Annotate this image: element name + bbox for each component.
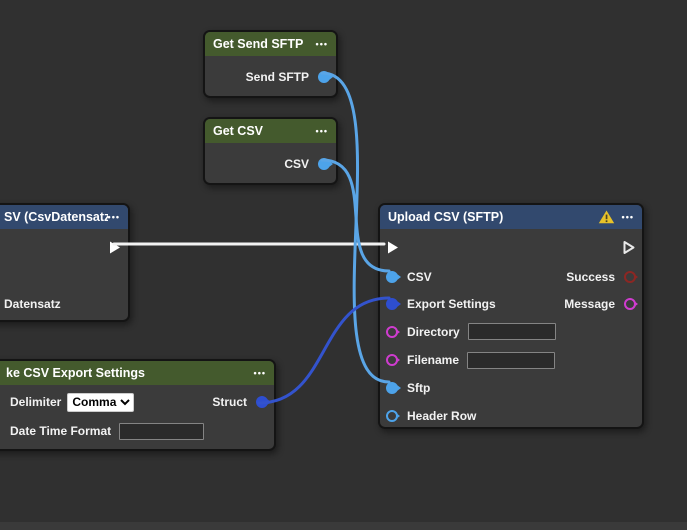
filename-field[interactable] [467, 351, 556, 369]
node-title: Get CSV [213, 124, 264, 138]
node-header[interactable]: SV (CsvDatensatz) ••• [0, 205, 128, 229]
node-upload-csv-sftp[interactable]: Upload CSV (SFTP) ••• [378, 203, 644, 429]
node-title: SV (CsvDatensatz) [4, 210, 108, 224]
row-label-datensatz: Datensatz [4, 296, 61, 311]
pin-sftp-input[interactable] [386, 382, 398, 394]
output-label-csv: CSV [284, 157, 309, 171]
date-time-format-field[interactable] [119, 422, 205, 440]
node-title: Upload CSV (SFTP) [388, 210, 504, 224]
output-label-send-sftp: Send SFTP [245, 70, 309, 84]
output-label-struct: Struct [212, 395, 247, 409]
directory-field[interactable] [467, 323, 556, 340]
field-label-date-time-format: Date Time Format [10, 424, 112, 438]
node-csv-datensatz[interactable]: SV (CsvDatensatz) ••• Datensatz [0, 203, 130, 322]
wire-csv-to-csv[interactable] [320, 158, 391, 273]
pin-success-output[interactable] [624, 270, 636, 283]
output-label-message: Message [564, 296, 615, 311]
exec-output-pin[interactable] [622, 240, 636, 255]
node-make-csv-export-settings[interactable]: ke CSV Export Settings ••• Delimiter Com… [0, 359, 276, 451]
wire-struct-to-export-settings[interactable] [257, 296, 391, 405]
warning-icon[interactable] [598, 210, 615, 224]
pin-filename-input[interactable] [386, 354, 398, 366]
exec-output-pin[interactable] [108, 240, 122, 255]
node-header[interactable]: Get Send SFTP ••• [205, 32, 336, 56]
node-header[interactable]: ke CSV Export Settings ••• [0, 361, 274, 385]
node-get-csv[interactable]: Get CSV ••• CSV [203, 117, 338, 185]
exec-input-pin[interactable] [386, 240, 400, 255]
pin-header-row-input[interactable] [386, 410, 398, 422]
output-label-success: Success [566, 269, 615, 284]
input-label-sftp: Sftp [407, 381, 431, 395]
node-menu-icon[interactable]: ••• [315, 126, 328, 136]
node-get-send-sftp[interactable]: Get Send SFTP ••• Send SFTP [203, 30, 338, 98]
input-label-export-settings: Export Settings [407, 296, 496, 311]
delimiter-select[interactable]: Comma [67, 392, 135, 412]
node-title: Get Send SFTP [213, 37, 304, 51]
node-title: ke CSV Export Settings [6, 366, 145, 380]
bottom-scrollbar-track[interactable] [0, 522, 687, 530]
input-label-directory: Directory [407, 324, 460, 339]
input-label-csv: CSV [407, 269, 432, 284]
pin-csv-input[interactable] [386, 270, 398, 283]
node-menu-icon[interactable]: ••• [315, 39, 328, 49]
node-menu-icon[interactable]: ••• [107, 212, 120, 222]
node-menu-icon[interactable]: ••• [621, 212, 634, 222]
input-label-header-row: Header Row [407, 409, 477, 423]
input-label-filename: Filename [407, 353, 460, 367]
pin-message-output[interactable] [624, 297, 636, 310]
node-menu-icon[interactable]: ••• [253, 368, 266, 378]
node-header[interactable]: Upload CSV (SFTP) ••• [380, 205, 642, 229]
field-label-delimiter: Delimiter [10, 395, 62, 409]
pin-directory-input[interactable] [386, 325, 398, 338]
pin-export-settings-input[interactable] [386, 297, 398, 310]
node-header[interactable]: Get CSV ••• [205, 119, 336, 143]
